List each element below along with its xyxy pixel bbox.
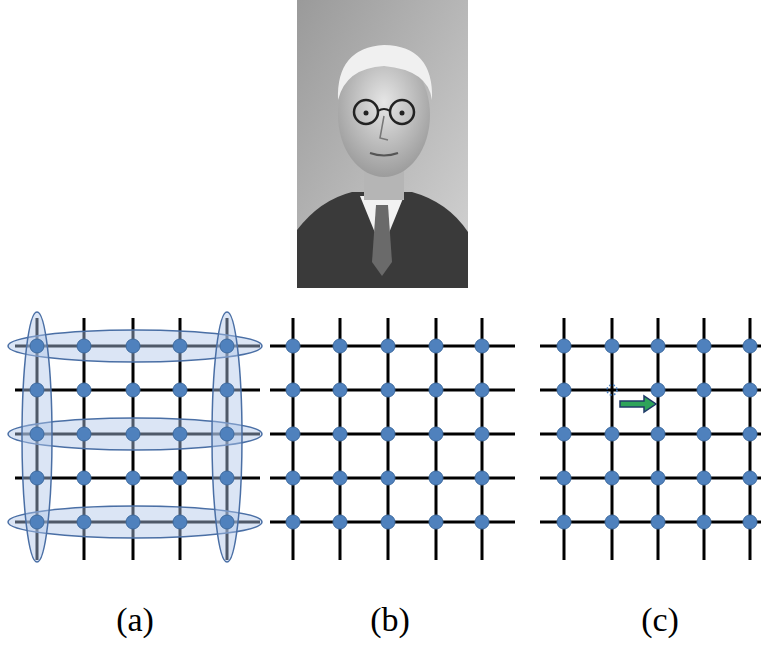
lattice-atom [557,339,571,353]
lattice-atom [173,515,187,529]
lattice-atom [743,339,757,353]
lattice-atom [697,339,711,353]
lattice-atom [429,515,443,529]
lattice-atom [557,383,571,397]
move-arrow [620,396,656,412]
lattice-atom [557,427,571,441]
lattice-atom [743,383,757,397]
lattice-atom [605,427,619,441]
lattice-atom [743,471,757,485]
lattice-atom [30,471,44,485]
periodic-boundary-ellipses [8,312,262,562]
lattice-atom [220,515,234,529]
lattice-atom [77,515,91,529]
lattice-atom [743,515,757,529]
lattice-atom [333,515,347,529]
lattice-atom [77,383,91,397]
lattice-atom [605,471,619,485]
lattice-atom [173,383,187,397]
lattice-atom [651,339,665,353]
lattice-atom [173,339,187,353]
lattice-atom [381,427,395,441]
lattice-atom [30,339,44,353]
lattice-atom [173,471,187,485]
lattice-atom [173,427,187,441]
lattice-atom [126,471,140,485]
lattice-atom [381,339,395,353]
lattice-atom [475,427,489,441]
lattice-atom [651,383,665,397]
lattice-atom [743,427,757,441]
vacancy-site [607,385,617,395]
lattice-atom [333,339,347,353]
portrait-photo [297,0,468,288]
lattice-atom [697,515,711,529]
lattice-atom [77,471,91,485]
lattice-atom [429,427,443,441]
lattice-atom [333,427,347,441]
lattice-atom [651,515,665,529]
lattice-atom [126,339,140,353]
lattice-atom [77,427,91,441]
lattice-atom [286,339,300,353]
lattice-atom [30,383,44,397]
lattice-atom [651,427,665,441]
lattice-atom [286,515,300,529]
lattice-atom [286,383,300,397]
lattice-atom [429,471,443,485]
lattice-atom [126,427,140,441]
lattice-atom [697,427,711,441]
lattice-atom [381,383,395,397]
lattice-atom [126,383,140,397]
lattice-atom [605,515,619,529]
lattice-atom [557,471,571,485]
panel-label: (b) [370,601,410,638]
lattice-atom [30,515,44,529]
lattice-atom [126,515,140,529]
lattice-atom [475,515,489,529]
lattice-atom [475,339,489,353]
lattice-atoms [30,339,757,529]
lattice-atom [333,471,347,485]
lattice-atom [381,515,395,529]
lattice-atom [475,471,489,485]
lattice-atom [220,383,234,397]
panel-label: (c) [641,601,679,638]
lattice-atom [30,427,44,441]
lattice-atom [286,427,300,441]
lattice-atom [697,383,711,397]
panel-label: (a) [116,601,154,638]
lattice-atom [429,383,443,397]
lattice-atom [651,471,665,485]
lattice-atom [381,471,395,485]
lattice-atom [220,427,234,441]
lattice-atom [77,339,91,353]
lattice-atom [333,383,347,397]
lattice-atom [220,339,234,353]
lattice-atom [475,383,489,397]
lattice-atom [557,515,571,529]
lattice-atom [429,339,443,353]
lattice-atom [697,471,711,485]
lattice-atom [605,339,619,353]
lattice-atom [286,471,300,485]
lattice-atom [220,471,234,485]
